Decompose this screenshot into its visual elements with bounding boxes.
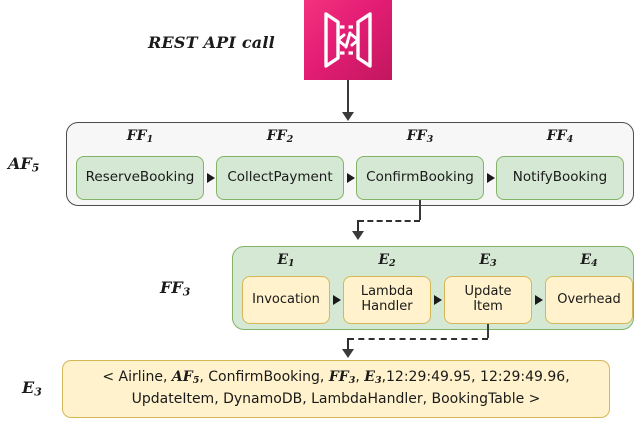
e3-tag: E3 [444,252,532,269]
node-update-item-line2: Item [473,299,503,314]
ff1-tag-base: FF [126,128,147,144]
node-overhead-label: Overhead [557,291,621,307]
tuple-timestamps: ,12:29:49.95, 12:29:49.96, [381,369,570,386]
af-label-sub: 5 [31,161,40,175]
arrow-ff1-ff2 [207,173,215,183]
af-label-base: AF [8,154,32,173]
node-confirm-booking[interactable]: ConfirmBooking [356,156,484,200]
e2-tag: E2 [343,252,431,269]
node-notify-booking-label: NotifyBooking [512,169,608,186]
arrow-e1-e2 [333,295,341,305]
ff2-tag-base: FF [266,128,287,144]
connector-gateway-arrowhead [342,112,354,121]
connector-confirm-dashed-vertical [357,220,359,232]
e2-tag-base: E [378,252,390,268]
tuple-ff-symbol: FF3 [328,369,356,387]
connector-confirm-arrowhead [352,231,364,240]
function-flow-side-label: FF3 [160,278,190,298]
e1-tag-sub: 1 [288,258,295,270]
e-label-base: E [22,378,35,397]
e3-tag-sub: 3 [490,258,497,270]
tuple-e-symbol: E3 [364,369,382,387]
connector-gateway-to-af [347,80,349,113]
tuple-e-sub: 3 [374,375,382,387]
ff3-tag: FF3 [356,128,484,145]
e3-tag-base: E [479,252,491,268]
tuple-prefix: < Airline, [102,369,172,386]
ff1-tag-sub: 1 [146,134,154,146]
node-update-item-line1: Update [464,284,512,300]
connector-update-dashed-vertical [347,338,349,350]
ff1-tag: FF1 [76,128,204,145]
e1-tag: E1 [242,252,330,269]
tuple-ff-base: FF [328,369,349,386]
connector-confirm-dashed-horizontal [358,220,420,222]
ff4-tag-sub: 4 [566,134,574,146]
arrow-e3-e4 [535,295,543,305]
node-lambda-handler-line2: Handler [361,299,413,314]
e4-tag-base: E [580,252,592,268]
node-lambda-handler[interactable]: Lambda Handler [343,276,431,324]
node-reserve-booking[interactable]: ReserveBooking [76,156,204,200]
node-collect-payment[interactable]: CollectPayment [216,156,344,200]
ff3-tag-base: FF [406,128,427,144]
ff2-tag-sub: 2 [286,134,294,146]
node-reserve-booking-label: ReserveBooking [85,169,195,186]
tuple-af-base: AF [171,369,193,386]
rest-api-call-label: REST API call [148,33,275,52]
tuple-ff-sub: 3 [348,375,356,387]
node-update-item[interactable]: Update Item [444,276,532,324]
node-lambda-handler-line1: Lambda [360,284,414,300]
arrow-ff3-ff4 [487,173,495,183]
event-side-label: E3 [22,378,42,398]
event-tuple-box: < Airline, AF5, ConfirmBooking, FF3, E3,… [62,360,610,418]
e1-tag-base: E [277,252,289,268]
e4-tag: E4 [545,252,633,269]
connector-update-dashed-horizontal [348,338,488,340]
node-invocation-label: Invocation [252,291,320,307]
tuple-af-symbol: AF5 [171,369,200,387]
ff4-tag-base: FF [546,128,567,144]
node-overhead[interactable]: Overhead [545,276,633,324]
ff2-tag: FF2 [216,128,344,145]
node-confirm-booking-label: ConfirmBooking [366,169,474,186]
node-update-item-label: Update Item [464,285,511,314]
connector-update-stub [487,324,489,338]
event-tuple-line-1: < Airline, AF5, ConfirmBooking, FF3, E3,… [102,367,569,389]
tuple-mid-2: , [355,369,365,386]
event-tuple-line-2: UpdateItem, DynamoDB, LambdaHandler, Boo… [131,391,541,408]
ff-label-base: FF [160,278,183,297]
e4-tag-sub: 4 [591,258,598,270]
tuple-mid-1: , ConfirmBooking, [199,369,329,386]
application-flow-side-label: AF5 [8,154,39,174]
connector-update-arrowhead [342,349,354,358]
e2-tag-sub: 2 [389,258,396,270]
tuple-e-base: E [364,369,375,386]
ff3-tag-sub: 3 [426,134,434,146]
ff4-tag: FF4 [496,128,624,145]
aws-api-gateway-icon [304,0,392,80]
tuple-af-sub: 5 [192,375,200,387]
arrow-ff2-ff3 [347,173,355,183]
node-invocation[interactable]: Invocation [242,276,330,324]
node-lambda-handler-label: Lambda Handler [361,285,413,314]
node-notify-booking[interactable]: NotifyBooking [496,156,624,200]
node-collect-payment-label: CollectPayment [227,169,333,186]
ff-label-sub: 3 [182,285,191,299]
connector-confirm-stub [419,200,421,220]
e-label-sub: 3 [34,385,42,399]
arrow-e2-e3 [434,295,442,305]
